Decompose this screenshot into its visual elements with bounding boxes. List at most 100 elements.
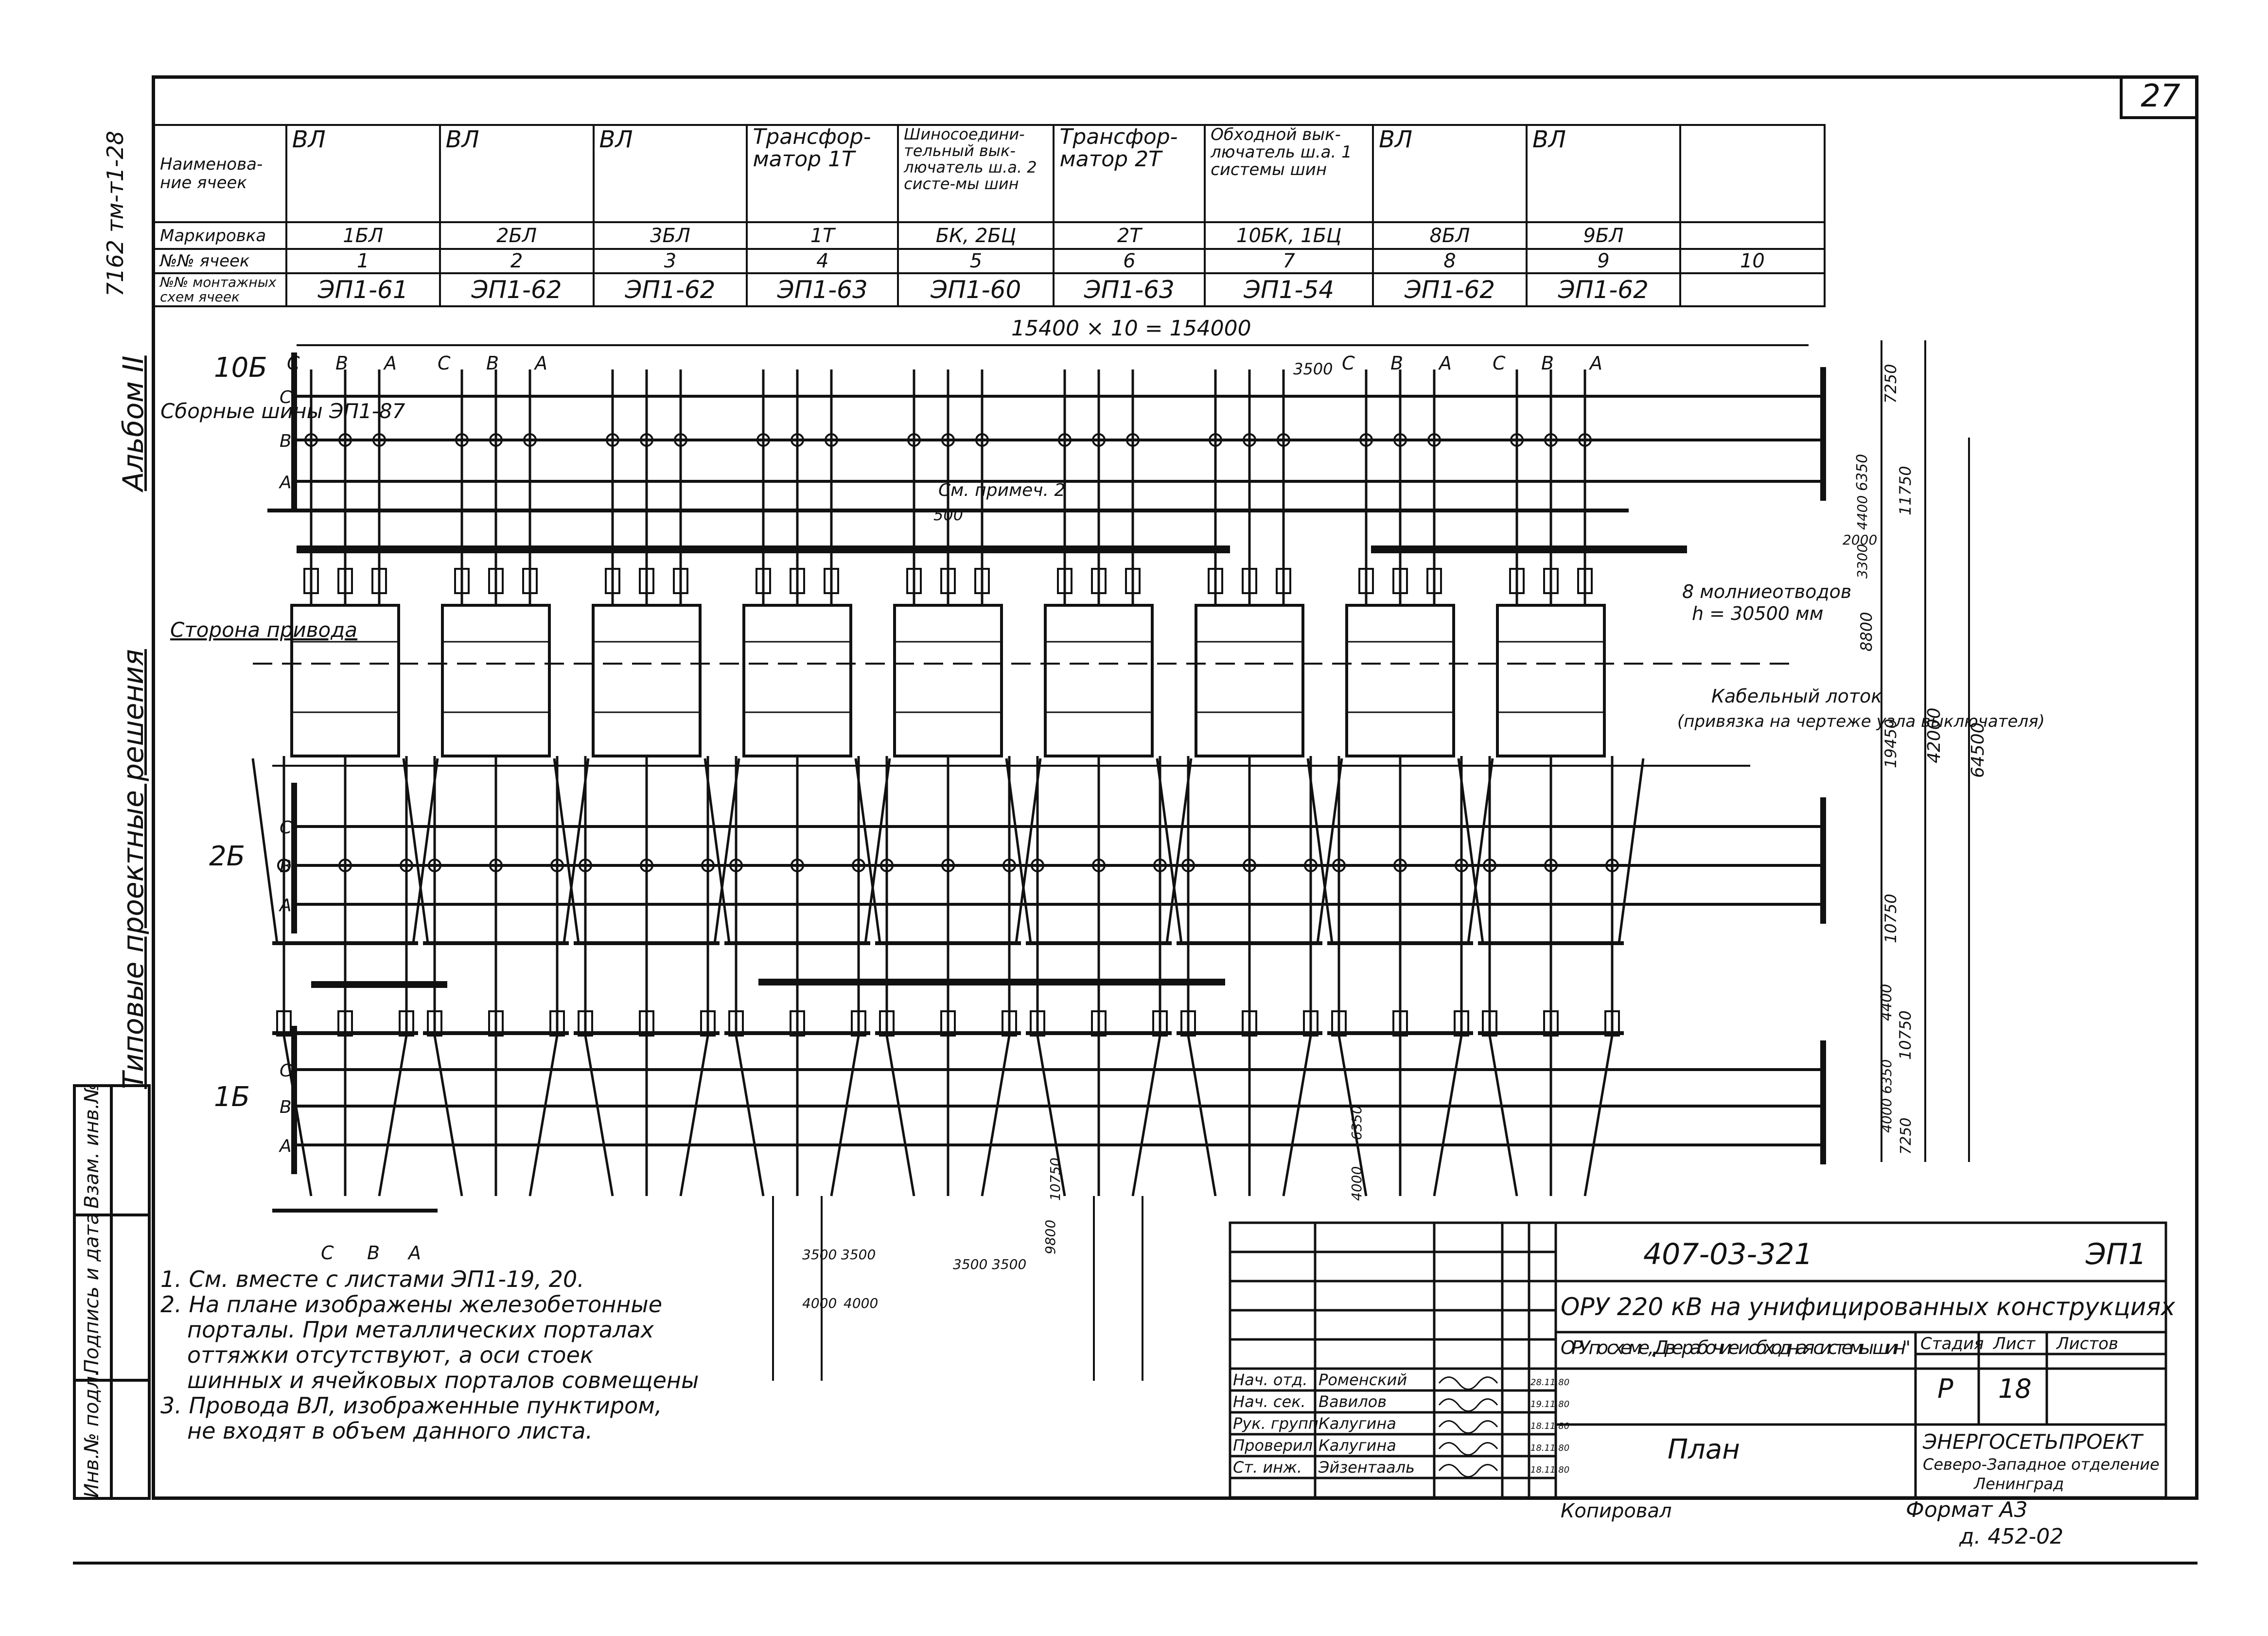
phase-label: С: [438, 352, 451, 374]
insulator: [639, 1010, 654, 1037]
insulator: [488, 568, 504, 594]
insulator: [399, 1010, 414, 1037]
phase-label: С: [1493, 352, 1506, 374]
cell-name: [1679, 124, 1826, 223]
cell-scheme: ЭП1-60: [897, 272, 1055, 307]
disconnector: [907, 433, 921, 447]
stamp-org-sub2: Ленинград: [1973, 1475, 2064, 1493]
disconnector: [338, 859, 352, 872]
dim-3500e: 3500: [992, 1256, 1026, 1272]
row-label-scheme: №№ монтажных схем ячеек: [153, 272, 287, 307]
dim-2000: 2000: [1843, 532, 1877, 548]
bus-label-1b: 1Б: [214, 1081, 250, 1113]
cell-conductor: [282, 1035, 313, 1196]
cell-num: 4: [746, 248, 899, 274]
insulator: [1358, 568, 1374, 594]
insulator: [851, 1010, 866, 1037]
signature: [1438, 1376, 1498, 1390]
cell-conductor: [1457, 758, 1484, 944]
disconnector: [400, 859, 413, 872]
header-table: Наименова-ние ячеек ВЛ ВЛ ВЛ Трансфор-ма…: [153, 124, 1826, 307]
stamp-role: Рук. групп: [1233, 1414, 1319, 1433]
cell-scheme: ЭП1-63: [746, 272, 899, 307]
cell-mark: 2БЛ: [439, 221, 595, 250]
cell-conductor: [1036, 1035, 1066, 1196]
disconnector: [1209, 433, 1222, 447]
cell-mark: 10БК, 1БЦ: [1204, 221, 1374, 250]
page-number: 27: [2120, 75, 2198, 119]
note-1: 1. См. вместе с листами ЭП1-19, 20.: [160, 1266, 584, 1292]
dim-3500: 3500: [1293, 360, 1333, 378]
cell-conductor: [553, 758, 580, 944]
cell-conductor: [1433, 1035, 1463, 1196]
cell-name: ВЛ: [1525, 124, 1681, 223]
insulator: [1091, 568, 1107, 594]
phase-label: В: [367, 1242, 380, 1264]
stamp-role: Нач. сек.: [1233, 1392, 1306, 1411]
disconnector: [372, 433, 386, 447]
lightning-height-label: h = 30500 мм: [1692, 603, 1823, 624]
insulator: [371, 568, 387, 594]
cell-mark: 1БЛ: [285, 221, 441, 250]
cell-num: 3: [592, 248, 748, 274]
stamp-date: 18.11.80: [1530, 1443, 1569, 1453]
disconnector: [1578, 433, 1592, 447]
phase-label: А: [279, 473, 292, 493]
insulator: [522, 568, 538, 594]
insulator: [454, 568, 470, 594]
cell-num: 8: [1372, 248, 1528, 274]
disconnector: [338, 433, 352, 447]
cable-tray-note: (привязка на чертеже узла выключателя): [1677, 712, 2045, 731]
insulator: [728, 1010, 744, 1037]
dim-10750: 10750: [1881, 894, 1900, 943]
stamp-drawing-name: План: [1668, 1434, 1740, 1465]
insulator: [1125, 568, 1141, 594]
cell-conductor: [251, 758, 279, 944]
copied-label: Копировал: [1561, 1500, 1672, 1522]
disconnector: [1359, 433, 1373, 447]
cell-conductor: [1488, 1035, 1518, 1196]
cell-mark: 8БЛ: [1372, 221, 1528, 250]
disconnector: [1304, 859, 1318, 872]
disconnector: [941, 859, 955, 872]
insulator: [906, 568, 922, 594]
dim-3500c: 3500: [841, 1247, 876, 1263]
disconnector: [455, 433, 469, 447]
disconnector: [1002, 859, 1016, 872]
disconnector: [1092, 859, 1106, 872]
disconnector: [579, 859, 592, 872]
disconnector: [550, 859, 564, 872]
stamp-stage-label: Стадия: [1920, 1334, 1984, 1354]
cell-mark: 1Т: [746, 221, 899, 250]
signature: [1438, 1464, 1498, 1478]
disconnector: [523, 433, 537, 447]
cell-conductor: [1187, 1035, 1217, 1196]
signature: [1438, 1398, 1498, 1412]
stamp-date: 28.11.80: [1530, 1377, 1569, 1388]
drawing-frame: [152, 75, 2198, 1500]
cell-conductor: [1617, 758, 1645, 944]
insulator: [605, 568, 620, 594]
disconnector: [606, 433, 619, 447]
cell-conductor: [830, 1035, 860, 1196]
cell-conductor: [1337, 1035, 1368, 1196]
bus-label-10b: 10Б: [214, 352, 267, 384]
phase-label: А: [383, 352, 397, 374]
disconnector: [1393, 859, 1407, 872]
disconnector: [825, 433, 838, 447]
disconnector: [975, 433, 989, 447]
dim-4000e: 4000: [844, 1295, 878, 1311]
stamp-sheets-label: Листов: [2056, 1334, 2118, 1354]
insulator: [1509, 568, 1525, 594]
stamp-sheet: 18: [1998, 1373, 2032, 1404]
cell-switch-block: [1496, 604, 1606, 757]
dim-4400: 4400: [1854, 495, 1870, 530]
note-3: 3. Провода ВЛ, изображенные пунктиром,: [160, 1392, 662, 1419]
row-label-num: №№ ячеек: [153, 248, 287, 274]
dim-6350c: 6350: [1349, 1106, 1365, 1140]
insulator: [974, 568, 990, 594]
phase-label: С: [280, 387, 292, 407]
format-label: Формат А3: [1906, 1497, 2028, 1522]
cell-mark: 2Т: [1053, 221, 1206, 250]
